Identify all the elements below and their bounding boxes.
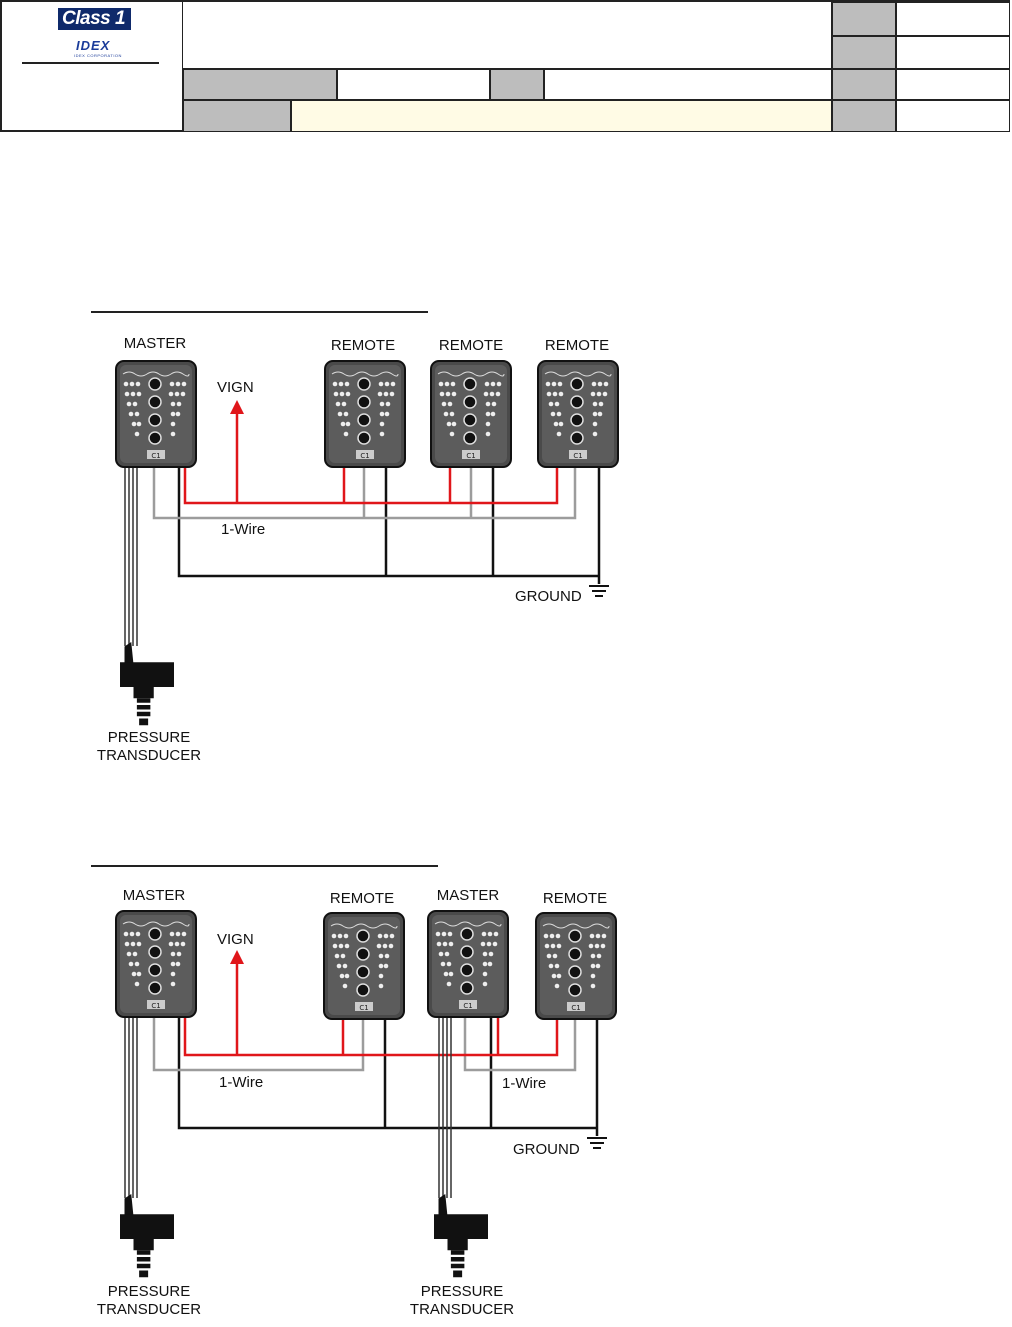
- transducer-cable: [124, 468, 138, 646]
- one-wire-label: 1-Wire: [221, 521, 265, 538]
- logo-block: Class 1 IDEX IDEX CORPORATION: [2, 2, 182, 132]
- one-wire-label: 1-Wire: [502, 1075, 546, 1092]
- header-label-cell-1: [832, 2, 896, 36]
- vign-arrow-icon: [230, 400, 244, 414]
- unit-label: MASTER: [123, 887, 186, 904]
- remote-panel-icon: [430, 360, 512, 468]
- wiring-diagram-1-svg: C1 MASTER REMOTE REMOTE REMOTE GROUND 1-…: [97, 335, 619, 764]
- header-value-cell-7: [896, 100, 1010, 132]
- idex-logo-subtext: IDEX CORPORATION: [74, 53, 122, 58]
- header-divider: [182, 2, 183, 132]
- vign-power-wires: [183, 960, 559, 1057]
- vign-power-wires: [183, 410, 559, 505]
- pressure-transducer-icon: [434, 1194, 488, 1278]
- wiring-diagram-1: C1 MASTER REMOTE REMOTE REMOTE GROUND 1-…: [91, 326, 636, 770]
- unit-label: MASTER: [437, 887, 500, 904]
- master-panel-icon: [427, 910, 509, 1018]
- transducer-label: TRANSDUCER: [410, 1301, 514, 1318]
- pressure-transducer-icon: [120, 642, 174, 726]
- header-label-cell-4: [490, 69, 544, 100]
- transducer-label: PRESSURE: [421, 1283, 504, 1300]
- ground-wires: [177, 1018, 599, 1136]
- ground-symbol: [587, 1137, 607, 1149]
- ground-symbol: [589, 585, 609, 597]
- header-highlight-field: [291, 100, 832, 132]
- header-label-cell-5: [832, 69, 896, 100]
- vign-label: VIGN: [217, 931, 254, 948]
- transducer-label: PRESSURE: [108, 729, 191, 746]
- idex-logo: IDEX: [76, 38, 111, 53]
- master-panel-icon: [115, 910, 197, 1018]
- one-wire-label: 1-Wire: [219, 1074, 263, 1091]
- remote-panel-icon: [324, 360, 406, 468]
- wiring-diagram-2: MASTER REMOTE MASTER REMOTE GROUND 1-Wir…: [91, 878, 641, 1324]
- vign-arrow-icon: [230, 950, 244, 964]
- header-value-cell-4: [544, 69, 832, 100]
- transducer-label: TRANSDUCER: [97, 747, 201, 764]
- transducer-cable: [124, 1018, 138, 1198]
- header-value-cell-3: [337, 69, 490, 100]
- header-label-cell-3: [183, 69, 337, 100]
- ground-label: GROUND: [515, 588, 582, 605]
- header-value-cell-2: [896, 36, 1010, 69]
- section-2-underline: [91, 865, 438, 867]
- unit-label: REMOTE: [543, 890, 607, 907]
- unit-label: REMOTE: [330, 890, 394, 907]
- header-value-cell-5: [896, 69, 1010, 100]
- logo-divider: [22, 62, 159, 64]
- transducer-label: TRANSDUCER: [97, 1301, 201, 1318]
- one-wire-bus: [152, 468, 577, 520]
- wiring-diagram-2-svg: MASTER REMOTE MASTER REMOTE GROUND 1-Wir…: [97, 887, 617, 1318]
- header-value-cell-1: [896, 2, 1010, 36]
- ground-label: GROUND: [513, 1141, 580, 1158]
- remote-panel-icon: [535, 912, 617, 1020]
- section-1-underline: [91, 311, 428, 313]
- transducer-label: PRESSURE: [108, 1283, 191, 1300]
- transducer-cable: [438, 1018, 452, 1198]
- master-panel-icon: [115, 360, 197, 468]
- header-label-cell-2: [832, 36, 896, 69]
- ground-wires: [177, 468, 601, 584]
- remote-panel-icon: [323, 912, 405, 1020]
- unit-label: REMOTE: [545, 337, 609, 354]
- header-label-cell-7: [832, 100, 896, 132]
- unit-label: MASTER: [124, 335, 187, 352]
- remote-panel-icon: [537, 360, 619, 468]
- brand-logo: Class 1: [58, 8, 132, 30]
- unit-label: REMOTE: [331, 337, 395, 354]
- one-wire-bus: [152, 1018, 577, 1072]
- pressure-transducer-icon: [120, 1194, 174, 1278]
- unit-label: REMOTE: [439, 337, 503, 354]
- vign-label: VIGN: [217, 379, 254, 396]
- title-field: [183, 2, 832, 69]
- document-header: Class 1 IDEX IDEX CORPORATION: [0, 0, 1010, 132]
- header-label-cell-6: [183, 100, 291, 132]
